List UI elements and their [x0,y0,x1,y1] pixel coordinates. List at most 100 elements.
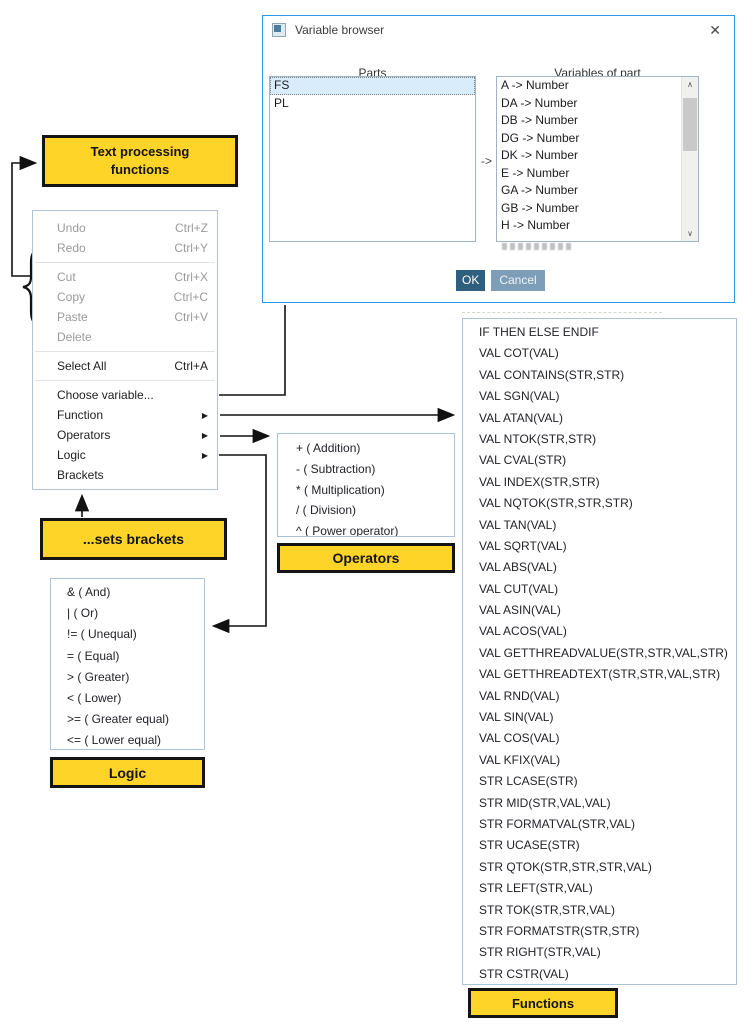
logic-item-or[interactable]: | ( Or) [67,606,99,621]
function-item-str-mid-str-val-val[interactable]: STR MID(STR,VAL,VAL) [479,795,611,810]
menu-item-brackets[interactable]: Brackets [33,465,217,485]
function-item-val-cut-val[interactable]: VAL CUT(VAL) [479,581,559,596]
logic-item-and[interactable]: & ( And) [67,585,111,599]
callout-label: Functions [511,995,575,1011]
function-item-val-sin-val[interactable]: VAL SIN(VAL) [479,710,554,725]
function-item-str-lcase-str[interactable]: STR LCASE(STR) [479,774,578,789]
item-label: Function [57,408,104,422]
item-label: FS [274,78,290,92]
item-label: Cut [57,270,76,284]
operator-item-addition[interactable]: + ( Addition) [296,441,361,455]
operator-item-power-operator[interactable]: ^ ( Power operator) [296,524,399,537]
variable-item-da-number[interactable]: DA -> Number [501,95,578,110]
shortcut-label: Ctrl+Z [175,221,208,235]
function-item-str-qtok-str-str-str-val[interactable]: STR QTOK(STR,STR,STR,VAL) [479,859,652,874]
callout-label: ...sets brackets [82,531,185,547]
logic-item-greater[interactable]: > ( Greater) [67,669,130,684]
parts-listbox[interactable]: FS PL [269,76,476,242]
function-item-if-then-else-endif[interactable]: IF THEN ELSE ENDIF [479,325,599,339]
close-icon[interactable]: ✕ [709,22,721,38]
variable-item-dk-number[interactable]: DK -> Number [501,148,579,162]
function-item-val-getthreadtext-str-str-val-str[interactable]: VAL GETTHREADTEXT(STR,STR,VAL,STR) [479,667,721,682]
variable-item-a-number[interactable]: A -> Number [501,78,569,92]
callout-label: Logic [108,764,147,781]
function-item-val-kfix-val[interactable]: VAL KFIX(VAL) [479,752,561,767]
logic-submenu: & ( And) | ( Or) != ( Unequal) = ( Equal) > … [50,578,205,750]
cancel-button[interactable]: Cancel [491,270,545,291]
logic-item-lower-equal[interactable]: <= ( Lower equal) [67,733,162,748]
function-item-val-sqrt-val[interactable]: VAL SQRT(VAL) [479,538,567,553]
clipped-list-artifact [502,243,572,250]
sets-brackets-callout: ...sets brackets [40,518,227,560]
shortcut-label: Ctrl+X [174,270,208,284]
ok-button[interactable]: OK [456,270,486,291]
menu-item-operators[interactable]: Operators▶ [33,425,217,445]
operator-item-division[interactable]: / ( Division) [296,503,357,518]
function-item-val-nqtok-str-str-str[interactable]: VAL NQTOK(STR,STR,STR) [479,496,633,511]
function-item-str-left-str-val[interactable]: STR LEFT(STR,VAL) [479,881,593,896]
variables-listbox[interactable]: A -> Number DA -> Number DB -> Number DG ->… [496,76,699,242]
variable-browser-dialog: Variable browser ✕ Parts Variables of pa… [262,15,735,303]
menu-item-cut: Cut Ctrl+X [33,267,217,287]
function-item-str-ucase-str[interactable]: STR UCASE(STR) [479,838,580,853]
function-item-str-right-str-val[interactable]: STR RIGHT(STR,VAL) [479,945,601,960]
logic-item-lower[interactable]: < ( Lower) [67,690,122,705]
menu-separator [33,347,217,356]
menu-item-function[interactable]: Function ▶ [33,405,217,425]
operator-item-multiplication[interactable]: * ( Multiplication) [296,482,385,497]
menu-item-logic[interactable]: Logic▶ [33,445,217,465]
variables-scrollbar[interactable]: ∧ ∨ [681,77,698,241]
dialog-titlebar: Variable browser ✕ [263,16,734,44]
submenu-arrow-icon: ▶ [201,450,208,460]
item-label: Operators [57,428,111,442]
logic-item-unequal[interactable]: != ( Unequal) [67,627,137,642]
function-item-str-cstr-val[interactable]: STR CSTR(VAL) [479,966,569,981]
logic-item-greater-equal[interactable]: >= ( Greater equal) [67,712,170,727]
item-label: Paste [57,310,88,324]
function-item-val-rnd-val[interactable]: VAL RND(VAL) [479,688,560,703]
function-item-val-contains-str-str[interactable]: VAL CONTAINS(STR,STR) [479,367,625,382]
function-item-val-cot-val[interactable]: VAL COT(VAL) [479,346,559,361]
scrollbar-thumb[interactable] [683,98,697,151]
menu-item-choose-variable[interactable]: Choose variable... [33,385,217,405]
variable-item-ga-number[interactable]: GA -> Number [501,183,579,197]
function-item-val-tan-val[interactable]: VAL TAN(VAL) [479,517,557,532]
function-item-val-sgn-val[interactable]: VAL SGN(VAL) [479,389,560,404]
variable-item-gb-number[interactable]: GB -> Number [501,200,579,215]
function-item-str-formatstr-str-str[interactable]: STR FORMATSTR(STR,STR) [479,923,640,938]
variable-item-dg-number[interactable]: DG -> Number [501,130,580,145]
variable-item-h-number[interactable]: H -> Number [501,218,571,232]
scroll-up-icon[interactable]: ∧ [687,80,693,89]
part-item-pl[interactable]: PL [270,95,475,113]
function-item-val-getthreadvalue-str-str-val-str[interactable]: VAL GETTHREADVALUE(STR,STR,VAL,STR) [479,645,728,660]
scroll-down-icon[interactable]: ∨ [687,229,693,238]
function-item-val-ntok-str-str[interactable]: VAL NTOK(STR,STR) [479,431,597,446]
shortcut-label: Ctrl+Y [174,241,208,255]
function-item-val-cval-str[interactable]: VAL CVAL(STR) [479,453,567,468]
operators-submenu: + ( Addition) - ( Subtraction) * ( Multipl… [277,433,455,537]
part-item-fs[interactable]: FS [270,77,475,95]
item-label: Redo [57,241,86,255]
submenu-arrow-icon: ▶ [201,410,208,420]
function-item-val-atan-val[interactable]: VAL ATAN(VAL) [479,410,564,425]
function-item-val-asin-val[interactable]: VAL ASIN(VAL) [479,603,561,618]
function-item-str-tok-str-str-val[interactable]: STR TOK(STR,STR,VAL) [479,902,616,917]
variable-item-e-number[interactable]: E -> Number [501,165,570,180]
function-item-val-abs-val[interactable]: VAL ABS(VAL) [479,560,557,575]
variable-item-db-number[interactable]: DB -> Number [501,113,579,127]
menu-separator [33,376,217,385]
function-item-val-index-str-str[interactable]: VAL INDEX(STR,STR) [479,474,600,489]
logic-item-equal[interactable]: = ( Equal) [67,648,120,663]
operator-item-subtraction[interactable]: - ( Subtraction) [296,461,376,476]
variable-browser-icon [272,23,286,37]
function-item-val-cos-val[interactable]: VAL COS(VAL) [479,731,560,746]
function-item-val-acos-val[interactable]: VAL ACOS(VAL) [479,624,567,639]
item-label: PL [274,95,289,110]
menu-item-delete: Delete [33,327,217,347]
item-label: Select All [57,359,107,373]
function-item-str-formatval-str-val[interactable]: STR FORMATVAL(STR,VAL) [479,816,636,831]
